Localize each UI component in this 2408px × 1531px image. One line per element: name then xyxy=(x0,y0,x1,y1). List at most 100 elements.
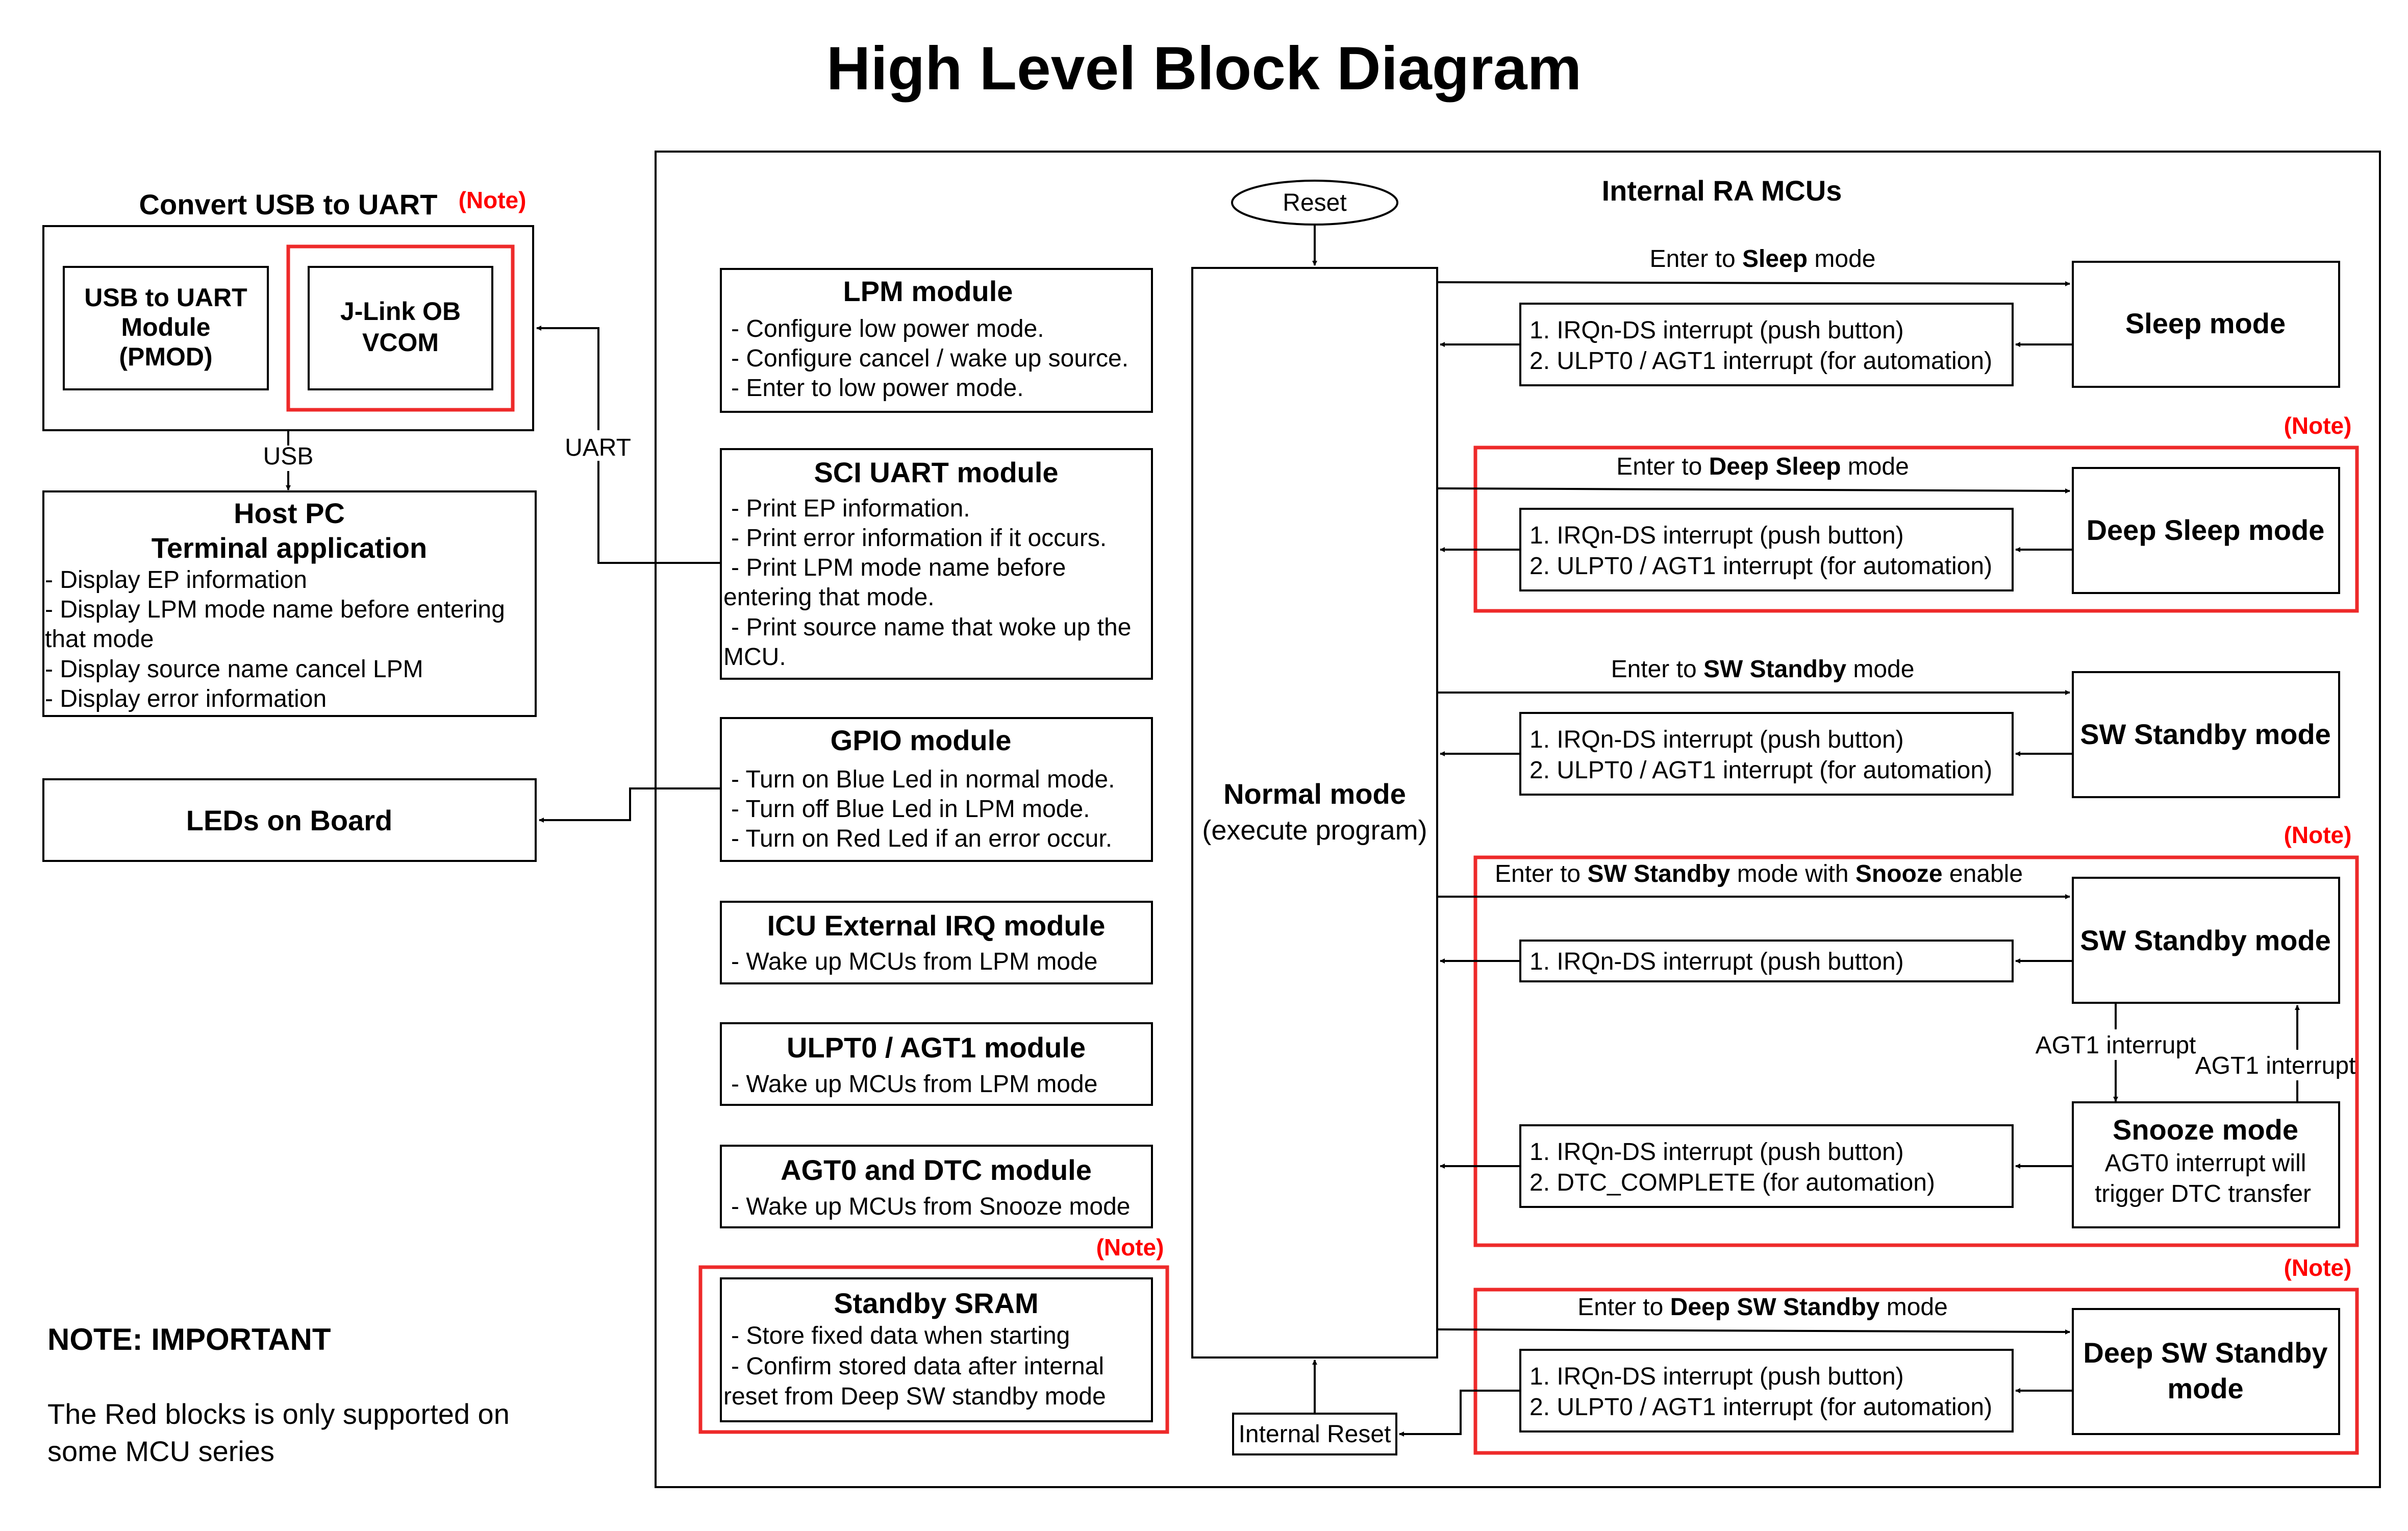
usb-uart-module-line2: Module xyxy=(121,313,211,341)
ulpt-module-title: ULPT0 / AGT1 module xyxy=(787,1031,1086,1064)
deep-sw-standby-mode-line-1: Deep SW Standby xyxy=(2083,1337,2327,1369)
snooze-mode-box xyxy=(2072,1101,2340,1228)
lpm-module-line-2: - Configure cancel / wake up source. xyxy=(731,345,1128,372)
sw-standby-snooze-mode-label: SW Standby mode xyxy=(2080,924,2331,956)
deep-sw-standby-wake-to-internal-reset-arrow xyxy=(1399,1390,1520,1437)
ulpt-module-line-1: - Wake up MCUs from LPM mode xyxy=(731,1071,1097,1098)
sleep-mode-box xyxy=(2072,261,2340,388)
uart-label-bg xyxy=(564,430,633,461)
usb-label: USB xyxy=(263,443,314,470)
sw-standby-wake-line-1: 1. IRQn-DS interrupt (push button) xyxy=(1529,726,1904,753)
sci-uart-line-6: MCU. xyxy=(723,644,786,671)
sleep-mode-label: Sleep mode xyxy=(2125,307,2286,339)
sci-uart-line-2: - Print error information if it occurs. xyxy=(731,525,1107,552)
lpm-module-title: LPM module xyxy=(843,275,1013,307)
enter-sw-standby-label: Enter to SW Standby mode xyxy=(1611,656,1915,683)
important-line-2: some MCU series xyxy=(47,1435,274,1467)
deep-sleep-wake-line-1: 1. IRQn-DS interrupt (push button) xyxy=(1529,522,1904,549)
internal-reset-node xyxy=(1232,1413,1397,1455)
sci-uart-line-3: - Print LPM mode name before xyxy=(731,554,1066,581)
usb-uart-module-line1: USB to UART xyxy=(84,283,247,312)
note-tag-deep-sleep: (Note) xyxy=(2284,412,2352,439)
lpm-module-line-1: - Configure low power mode. xyxy=(731,315,1044,342)
deep-sw-standby-wake-line-1: 1. IRQn-DS interrupt (push button) xyxy=(1529,1363,1904,1390)
jlink-line1: J-Link OB xyxy=(340,297,461,326)
note-tag-sram: (Note) xyxy=(1096,1234,1164,1261)
ulpt-module-box xyxy=(720,1022,1153,1106)
sci-uart-line-1: - Print EP information. xyxy=(731,495,970,522)
normal-mode-title: Normal mode xyxy=(1223,778,1406,810)
enter-deep-sleep-label: Enter to Deep Sleep mode xyxy=(1616,453,1909,480)
diagram-title: High Level Block Diagram xyxy=(826,34,1582,103)
internal-reset-label: Internal Reset xyxy=(1239,1421,1391,1448)
deep-sw-standby-wake-line-2: 2. ULPT0 / AGT1 interrupt (for automatio… xyxy=(1529,1394,1992,1421)
sw-standby-wake-box xyxy=(1519,712,2014,796)
sci-uart-line-5: - Print source name that woke up the xyxy=(731,614,1131,641)
note-tag-snooze: (Note) xyxy=(2284,822,2352,848)
snooze-mode-line-2: trigger DTC transfer xyxy=(2095,1180,2311,1207)
note-tag-usb: (Note) xyxy=(459,187,526,213)
normal-mode-box xyxy=(1191,267,1438,1359)
jlink-line2: VCOM xyxy=(362,328,439,357)
sw-standby-snooze-mode-box xyxy=(2072,877,2340,1004)
standby-sram-line-2: - Confirm stored data after internal xyxy=(731,1353,1104,1380)
standby-sram-line-3: reset from Deep SW standby mode xyxy=(723,1383,1106,1410)
agt1-up-label-bg xyxy=(2196,1050,2354,1080)
uart-label: UART xyxy=(565,434,631,461)
gpio-connector xyxy=(539,787,721,823)
standby-sram-red-highlight xyxy=(698,1265,1169,1434)
deep-sw-standby-wake-box xyxy=(1519,1349,2014,1433)
standby-sram-title: Standby SRAM xyxy=(834,1287,1038,1319)
gpio-module-box xyxy=(720,717,1153,862)
host-pc-line-4: - Display source name cancel LPM xyxy=(45,656,423,683)
lpm-module-box xyxy=(720,268,1153,413)
icu-module-title: ICU External IRQ module xyxy=(767,909,1106,942)
sw-standby-snooze-wake-line-1: 1. IRQn-DS interrupt (push button) xyxy=(1529,948,1904,975)
gpio-module-title: GPIO module xyxy=(831,724,1012,756)
sw-standby-mode-box xyxy=(2072,671,2340,798)
sci-uart-module-title: SCI UART module xyxy=(814,456,1058,488)
enter-deep-sw-standby-label: Enter to Deep SW Standby mode xyxy=(1577,1294,1948,1321)
lpm-module-line-3: - Enter to low power mode. xyxy=(731,375,1024,402)
normal-mode-subtitle: (execute program) xyxy=(1202,815,1427,846)
sw-standby-wake-line-2: 2. ULPT0 / AGT1 interrupt (for automatio… xyxy=(1529,757,1992,784)
icu-module-line-1: - Wake up MCUs from LPM mode xyxy=(731,948,1097,975)
snooze-wake-line-2: 2. DTC_COMPLETE (for automation) xyxy=(1529,1169,1935,1196)
standby-sram-box xyxy=(720,1277,1153,1422)
gpio-line-3: - Turn on Red Led if an error occur. xyxy=(731,825,1112,852)
gpio-line-2: - Turn off Blue Led in LPM mode. xyxy=(731,796,1090,823)
host-pc-box xyxy=(42,490,537,717)
usb-uart-heading: Convert USB to UART xyxy=(139,188,438,220)
snooze-mode-line-1: AGT0 interrupt will xyxy=(2105,1150,2306,1177)
agt1-down-label: AGT1 interrupt xyxy=(2036,1032,2196,1059)
important-line-1: The Red blocks is only supported on xyxy=(47,1398,510,1430)
jlink-vcom-box xyxy=(308,266,493,390)
mcu-label: Internal RA MCUs xyxy=(1602,175,1842,207)
enter-snooze-label: Enter to SW Standby mode with Snooze ena… xyxy=(1495,860,2023,887)
enter-sleep-arrow xyxy=(1437,281,2070,286)
sleep-wake-line-1: 1. IRQn-DS interrupt (push button) xyxy=(1529,317,1904,344)
usb-uart-module-line3: (PMOD) xyxy=(119,342,212,371)
host-pc-line-2: - Display LPM mode name before entering xyxy=(45,596,505,623)
sleep-wake-box xyxy=(1519,303,2014,386)
host-pc-line-1: - Display EP information xyxy=(45,566,307,594)
note-tag-deep-sw-standby: (Note) xyxy=(2284,1254,2352,1281)
snooze-red-highlight xyxy=(1473,855,2359,1247)
leds-box xyxy=(42,778,537,862)
agt0-dtc-module-box xyxy=(720,1145,1153,1228)
enter-deep-sw-standby-arrow xyxy=(1437,1328,2070,1335)
enter-deep-sleep-arrow xyxy=(1437,487,2070,493)
usb-label-bg xyxy=(263,446,314,471)
snooze-mode-title: Snooze mode xyxy=(2113,1114,2298,1146)
snooze-wake-line-1: 1. IRQn-DS interrupt (push button) xyxy=(1529,1139,1904,1166)
gpio-line-1: - Turn on Blue Led in normal mode. xyxy=(731,766,1115,793)
agt1-up-label: AGT1 interrupt xyxy=(2195,1052,2356,1079)
reset-label: Reset xyxy=(1283,189,1346,216)
leds-label: LEDs on Board xyxy=(186,804,392,836)
sleep-wake-line-2: 2. ULPT0 / AGT1 interrupt (for automatio… xyxy=(1529,348,1992,375)
sw-standby-mode-label: SW Standby mode xyxy=(2080,718,2331,750)
deep-sleep-wake-line-2: 2. ULPT0 / AGT1 interrupt (for automatio… xyxy=(1529,553,1992,580)
usb-uart-module-box xyxy=(63,266,269,390)
host-pc-line-3: that mode xyxy=(45,626,154,653)
